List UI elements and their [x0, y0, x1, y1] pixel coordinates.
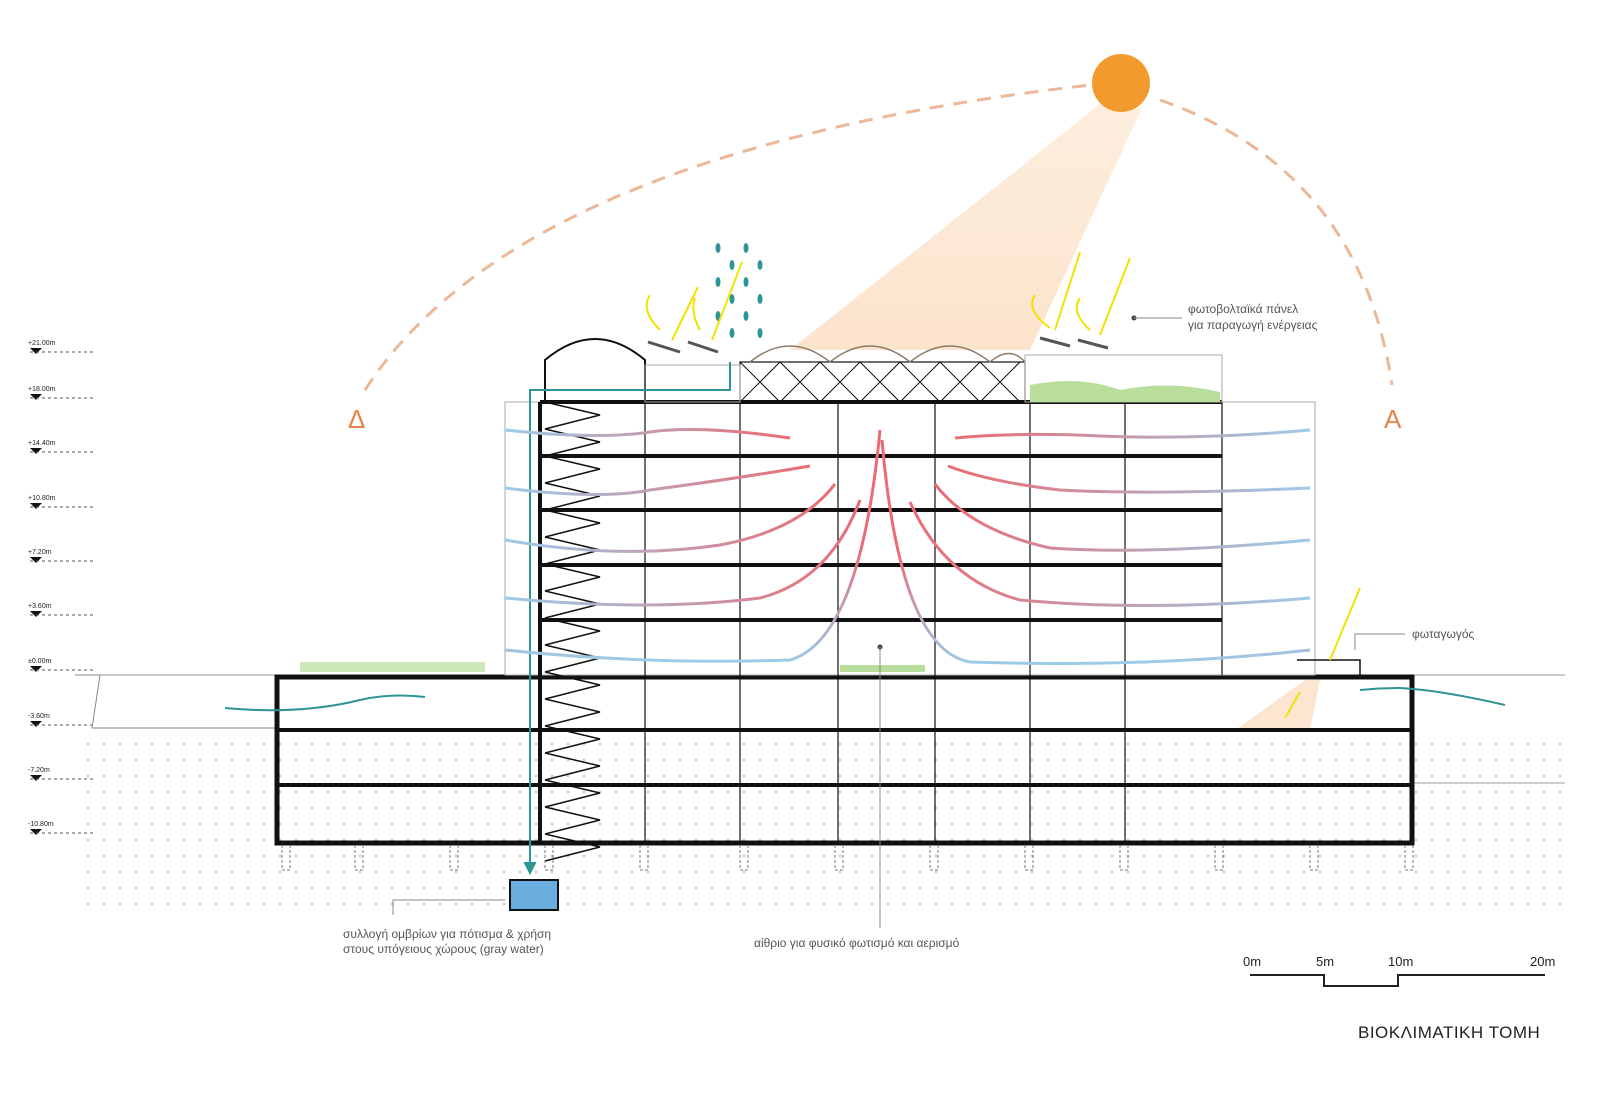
solar-rays	[645, 251, 1361, 719]
level-label: +18.00m	[28, 386, 56, 393]
level-label: +10.80m	[28, 495, 56, 502]
airflow-arrow	[504, 428, 791, 440]
rain-drop	[715, 243, 721, 253]
level-marker-icon	[30, 666, 42, 672]
level-label: -7.20m	[28, 767, 50, 774]
rain-drop	[729, 260, 735, 270]
airflow-arrow	[933, 483, 1311, 552]
fresh-air-arrow	[224, 694, 426, 712]
airflow-arrow	[504, 429, 882, 663]
rain-drop	[729, 328, 735, 338]
soil-hatch	[85, 730, 1565, 915]
lightwell-label: φωταγωγός	[1412, 627, 1475, 641]
level-marker-icon	[30, 394, 42, 400]
scale-bar: 0m 5m 10m 20m	[1243, 954, 1555, 987]
scale-0m: 0m	[1243, 954, 1261, 969]
pv-label-line2: για παραγωγή ενέργειας	[1188, 318, 1318, 332]
rainwater-label-line1: συλλογή ομβρίων για πότισμα & χρήση	[343, 927, 551, 941]
lightwell-annotation: φωταγωγός	[1354, 627, 1475, 650]
level-marker-icon	[30, 448, 42, 454]
rain-drop	[715, 277, 721, 287]
scale-10m: 10m	[1388, 954, 1413, 969]
rain-drop	[743, 277, 749, 287]
level-label: +21.00m	[28, 340, 56, 347]
airflow-arrow	[954, 428, 1311, 440]
level-label: -3.60m	[28, 713, 50, 720]
rain-drop	[743, 243, 749, 253]
rain-drop	[757, 328, 763, 338]
sun-path-arc	[363, 83, 1394, 391]
pv-label-line1: φωτοβολταϊκά πάνελ	[1188, 302, 1298, 316]
airflow-arrows	[224, 428, 1506, 712]
airflow-arrow	[908, 501, 1311, 608]
level-marker-icon	[30, 721, 42, 727]
rain-drop	[743, 311, 749, 321]
rainwater-pipe	[529, 362, 731, 870]
airflow-arrow	[504, 499, 862, 607]
airflow-arrow	[947, 464, 1311, 494]
level-marker-icon	[30, 775, 42, 781]
direction-west-label: Δ	[348, 404, 365, 434]
rain-drop	[757, 294, 763, 304]
level-marker-icon	[30, 503, 42, 509]
level-label: +7.20m	[28, 549, 52, 556]
level-marker-icon	[30, 348, 42, 354]
lightwell-cone	[1235, 680, 1320, 730]
scale-5m: 5m	[1316, 954, 1334, 969]
level-markers: +21.00m +18.00m +14.40m +10.80m +7.20m +3.60m…	[28, 340, 95, 835]
sun-icon	[1092, 54, 1150, 112]
direction-east-label: Α	[1384, 404, 1402, 434]
fresh-air-arrow	[1359, 686, 1506, 706]
airflow-arrow	[880, 439, 1311, 665]
level-label: +3.60m	[28, 603, 52, 610]
level-label: -10.80m	[28, 821, 54, 828]
diagram-title: ΒΙΟΚΛΙΜΑΤΙΚΗ ΤΟΜΗ	[1358, 1023, 1540, 1042]
level-marker-icon	[30, 557, 42, 563]
rain-drop	[757, 260, 763, 270]
airflow-arrow	[504, 464, 811, 497]
atrium-label: αίθριο για φυσικό φωτισμό και αερισμό	[754, 936, 960, 950]
rain-drop	[729, 294, 735, 304]
level-label: ±0.00m	[28, 658, 51, 665]
rainwater-label-line2: στους υπόγειους χώρους (gray water)	[343, 942, 544, 956]
rain-drops	[715, 243, 763, 338]
sunlight-cone	[790, 100, 1142, 350]
pv-annotation: φωτοβολταϊκά πάνελ για παραγωγή ενέργεια…	[1131, 302, 1318, 332]
airflow-arrow	[504, 483, 837, 553]
scale-20m: 20m	[1530, 954, 1555, 969]
level-marker-icon	[30, 829, 42, 835]
level-marker-icon	[30, 611, 42, 617]
rainwater-annotation: συλλογή ομβρίων για πότισμα & χρήση στου…	[343, 899, 551, 956]
atrium-annotation: αίθριο για φυσικό φωτισμό και αερισμό	[754, 644, 960, 950]
level-label: +14.40m	[28, 440, 56, 447]
